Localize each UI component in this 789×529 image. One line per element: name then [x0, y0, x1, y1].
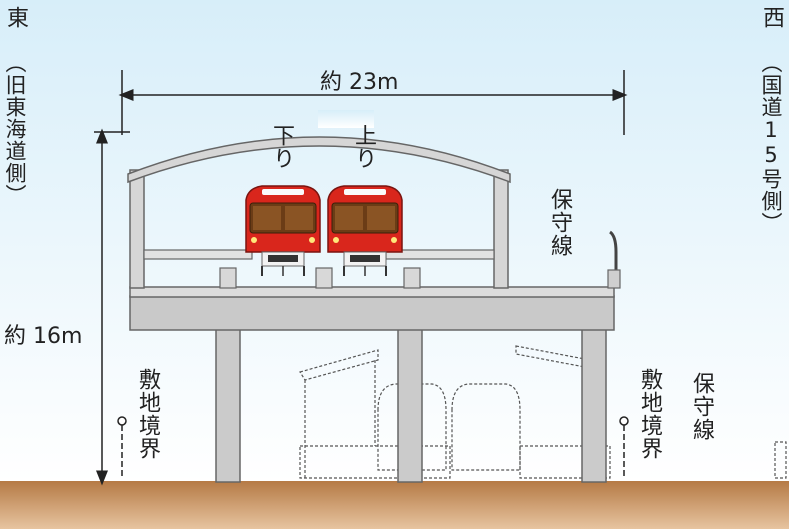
boundary-marker-left [117, 416, 127, 478]
railing-left [143, 249, 253, 260]
label-up-track: 上り [351, 124, 376, 170]
pier-left [215, 327, 241, 483]
label-width: 約 23m [320, 70, 399, 95]
train-down [245, 185, 321, 276]
label-boundary-right: 敷地境界 [637, 368, 662, 460]
label-maintenance-line-lower: 保守線 [689, 372, 714, 441]
train-up [327, 185, 403, 276]
track-base-3 [403, 267, 421, 289]
label-east: 東 [3, 6, 28, 29]
label-maintenance-line-upper: 保守線 [547, 188, 572, 257]
deck-slab [129, 286, 615, 298]
label-boundary-left: 敷地境界 [135, 368, 160, 460]
canopy-roof [127, 136, 511, 184]
track-base-1 [219, 267, 237, 289]
canopy-post-left [129, 169, 145, 289]
pier-right [581, 327, 607, 483]
pier-center [397, 327, 423, 483]
pier-cap-beam [129, 295, 615, 331]
label-height: 約 16m [4, 324, 83, 349]
maintenance-post [609, 230, 618, 272]
canopy-roof-gap [318, 110, 374, 128]
label-west: 西 [759, 6, 784, 29]
track-base-2 [315, 267, 333, 289]
canopy-post-right [493, 169, 509, 289]
ground [0, 481, 789, 529]
existing-structures-dashed [299, 345, 787, 479]
boundary-marker-right [619, 416, 629, 478]
label-down-track: 下り [269, 124, 294, 170]
label-east-side: （旧東海道側） [3, 52, 27, 206]
label-west-side: （国道15号側） [759, 52, 783, 234]
maintenance-post-base [607, 269, 621, 289]
